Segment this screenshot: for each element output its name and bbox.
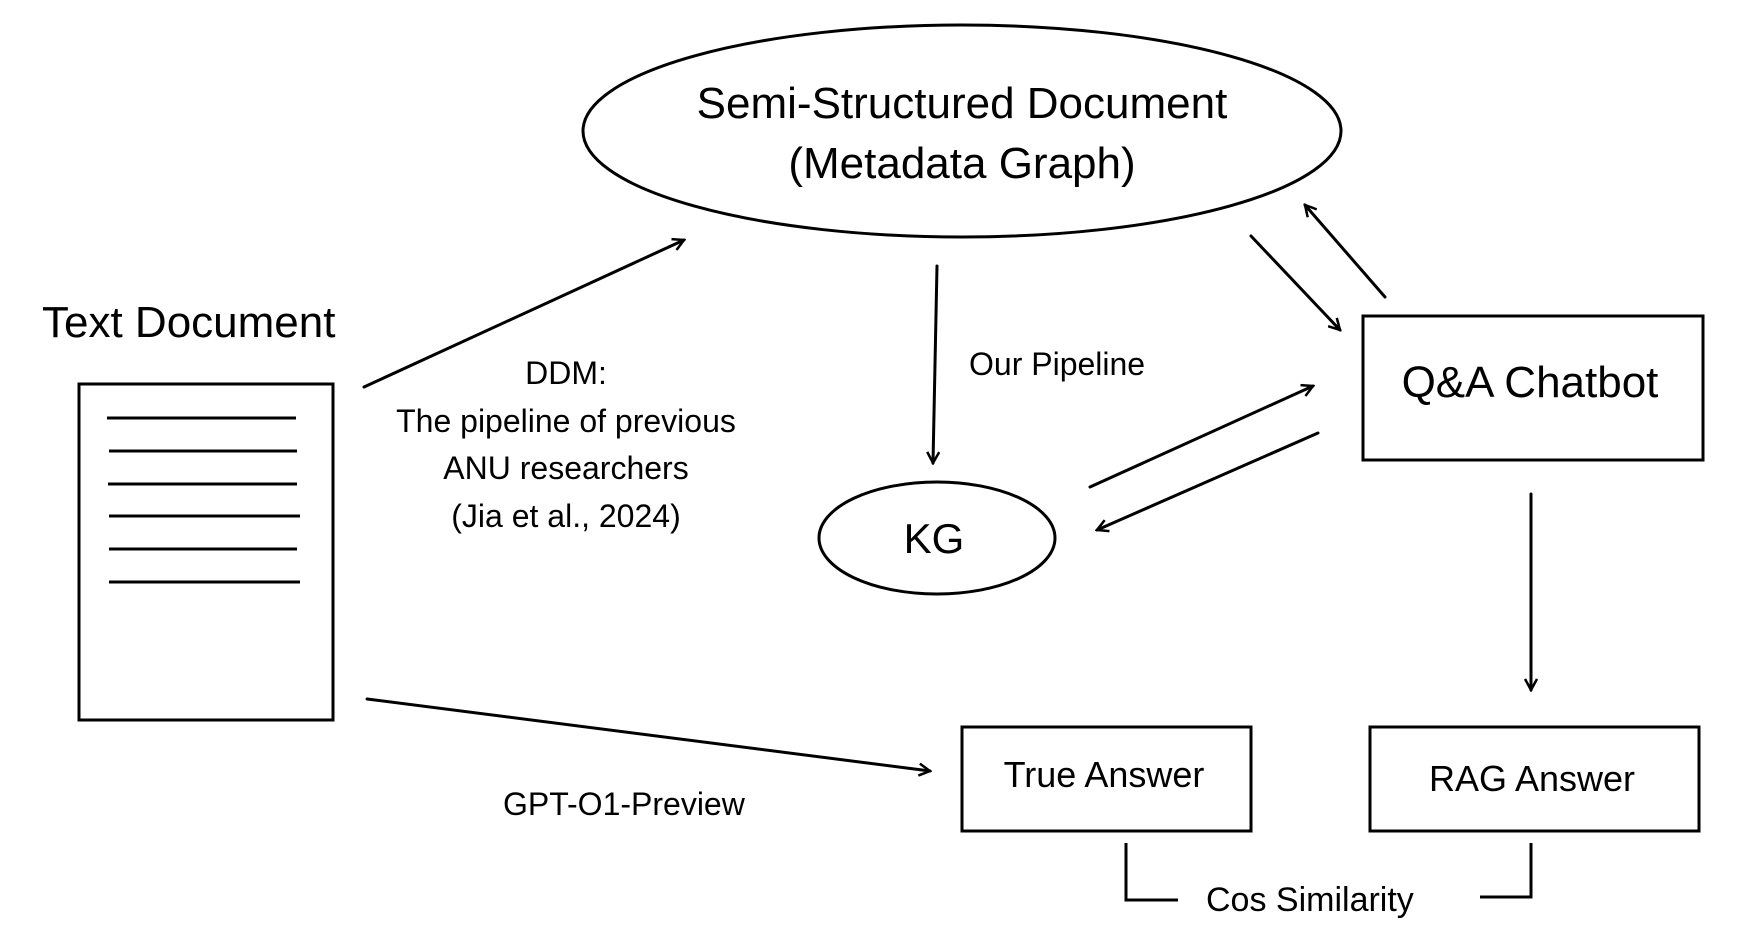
arrow-semi-structured-to-chatbot: [1249, 234, 1340, 330]
ddm-label-line3: ANU researchers: [443, 450, 688, 486]
our-pipeline-label: Our Pipeline: [969, 346, 1145, 382]
semi-structured-line1: Semi-Structured Document: [697, 79, 1228, 128]
chatbot-node: Q&A Chatbot: [1361, 314, 1705, 462]
arrow-chatbot-to-kg: [1097, 431, 1320, 530]
arrow-kg-to-chatbot: [1088, 386, 1313, 489]
cos-similarity-label: Cos Similarity: [1206, 881, 1414, 919]
arrow-chatbot-to-semi-structured: [1305, 205, 1387, 299]
cos-similarity-bracket-right: [1480, 843, 1533, 899]
true-answer-label: True Answer: [1004, 754, 1205, 795]
ddm-label-line1: DDM:: [525, 355, 607, 391]
ddm-label-line4: (Jia et al., 2024): [451, 498, 680, 534]
chatbot-label: Q&A Chatbot: [1402, 358, 1659, 407]
document-icon: [77, 382, 335, 722]
arrow-document-to-semi-structured: [362, 240, 684, 389]
true-answer-node: True Answer: [960, 725, 1253, 833]
arrow-document-to-true-answer: [365, 697, 930, 771]
text-document-title: Text Document: [42, 298, 335, 347]
kg-node: KG: [817, 480, 1057, 596]
semi-structured-document-node: Semi-Structured Document (Metadata Graph…: [581, 23, 1343, 239]
rag-answer-node: RAG Answer: [1368, 725, 1701, 833]
ddm-label-line2: The pipeline of previous: [396, 403, 736, 439]
arrow-semi-structured-to-kg: [933, 264, 937, 463]
ddm-label: DDM: The pipeline of previous ANU resear…: [396, 355, 736, 534]
cos-similarity-bracket-left: [1124, 843, 1178, 902]
semi-structured-line2: (Metadata Graph): [788, 139, 1135, 188]
gpt-label: GPT-O1-Preview: [503, 786, 746, 822]
kg-label: KG: [904, 515, 965, 562]
rag-answer-label: RAG Answer: [1429, 758, 1635, 799]
